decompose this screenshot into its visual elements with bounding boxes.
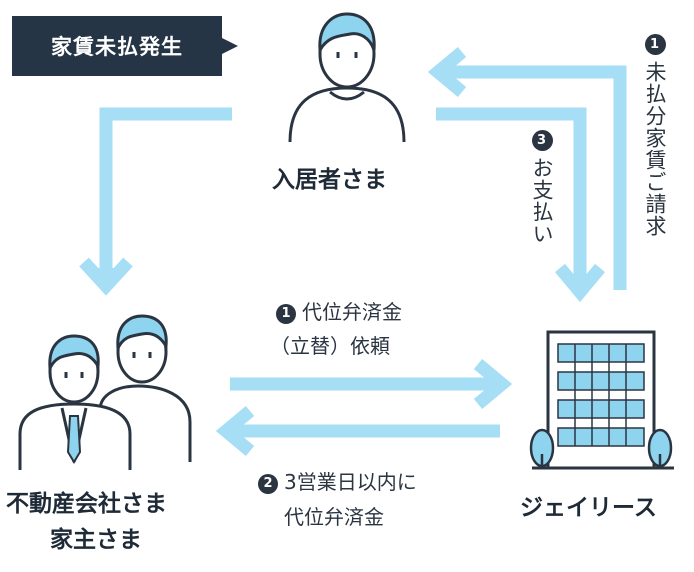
company-label: ジェイリース	[520, 495, 657, 521]
step-bill-text: 未払分家賃ご請求	[643, 61, 667, 237]
arrow-head-down-right	[555, 263, 605, 303]
arrow-tenant-to-company	[436, 107, 587, 290]
arrow-tenant-to-landlord	[99, 107, 232, 282]
step-pay-number: 3	[531, 130, 553, 151]
landlord-people-icon	[18, 314, 192, 470]
landlord-label-line2: 家主さま	[50, 527, 142, 553]
arrow-head-left-top	[427, 47, 467, 97]
step-repay-text1: 3営業日以内に	[284, 470, 417, 494]
step-request-number: 1	[276, 303, 296, 324]
step-bill-label: 1 未払分家賃ご請求	[640, 34, 670, 237]
step-repay-line1: 2 3営業日以内に	[258, 466, 417, 495]
step-bill-number: 1	[644, 34, 666, 55]
landlord-label-line1: 不動産会社さま	[6, 491, 167, 517]
arrow-head-left-mid	[215, 406, 255, 456]
step-request-line1: 1 代位弁済金	[276, 296, 402, 325]
tenant-person-icon	[288, 12, 406, 143]
status-badge: 家賃未払発生	[12, 16, 238, 76]
step-pay-text: お支払い	[530, 157, 554, 245]
step-pay-label: 3 お支払い	[527, 130, 557, 245]
step-repay-number: 2	[258, 473, 278, 494]
tenant-label: 入居者さま	[272, 167, 387, 193]
step-request-text1: 代位弁済金	[302, 300, 402, 324]
arrow-head-right-mid	[473, 359, 513, 409]
step-repay-line2: 代位弁済金	[284, 505, 384, 529]
badge-label: 家賃未払発生	[51, 35, 183, 59]
building-icon	[529, 330, 674, 470]
step-request-line2: （立替）依頼	[270, 334, 390, 358]
arrow-company-to-tenant	[440, 65, 627, 290]
badge-shape	[12, 16, 238, 76]
